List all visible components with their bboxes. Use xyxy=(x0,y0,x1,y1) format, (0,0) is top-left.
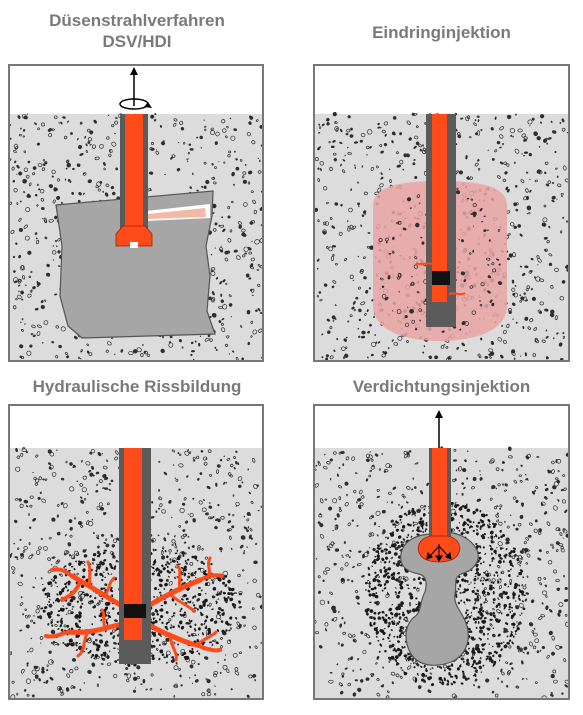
title-hydraulic-fracturing: Hydraulische Rissbildung xyxy=(4,376,270,397)
jet-monitor-head xyxy=(115,225,153,247)
drill-rod xyxy=(125,114,143,230)
panel-jet-grouting xyxy=(8,64,264,362)
title-jet-grouting: Düsenstrahlverfahren DSV/HDI xyxy=(10,10,264,52)
diagram-compaction xyxy=(315,410,568,698)
compaction-grout-bulb xyxy=(400,531,479,666)
title-jet-grouting-line2: DSV/HDI xyxy=(102,32,172,51)
title-jet-grouting-line1: Düsenstrahlverfahren xyxy=(49,11,225,30)
injection-packer xyxy=(432,271,450,285)
jet-stream xyxy=(148,208,206,219)
injection-pipe xyxy=(432,114,447,302)
injection-packer xyxy=(124,604,146,618)
injection-pipe xyxy=(432,448,447,548)
panel-permeation xyxy=(313,64,570,362)
pressure-arrows xyxy=(426,544,452,562)
panel-compaction xyxy=(313,404,570,700)
title-compaction-line1: Verdichtungsinjektion xyxy=(352,377,531,396)
arrow-up-icon xyxy=(130,67,138,75)
grout-outflow-right xyxy=(448,292,466,296)
rotate-icon xyxy=(119,98,152,110)
diagram-hydraulic-fracturing xyxy=(10,446,262,698)
panel-hydraulic-fracturing xyxy=(8,404,264,700)
title-permeation-line1: Eindringinjektion xyxy=(372,23,511,42)
fracture-network xyxy=(44,556,224,662)
soil-gravel-texture xyxy=(315,446,568,698)
arrow-up-icon xyxy=(435,410,443,418)
grout-outflow-left xyxy=(415,262,433,266)
diagram-permeation xyxy=(315,111,568,360)
jet-nozzle-tip xyxy=(130,242,138,248)
title-compaction: Verdichtungsinjektion xyxy=(313,376,570,397)
injection-pipe xyxy=(124,448,142,640)
title-hydraulic-fracturing-line1: Hydraulische Rissbildung xyxy=(32,377,242,396)
diagram-jet-grouting xyxy=(10,67,262,360)
jet-grout-column xyxy=(55,190,216,339)
title-permeation: Eindringinjektion xyxy=(313,22,570,43)
